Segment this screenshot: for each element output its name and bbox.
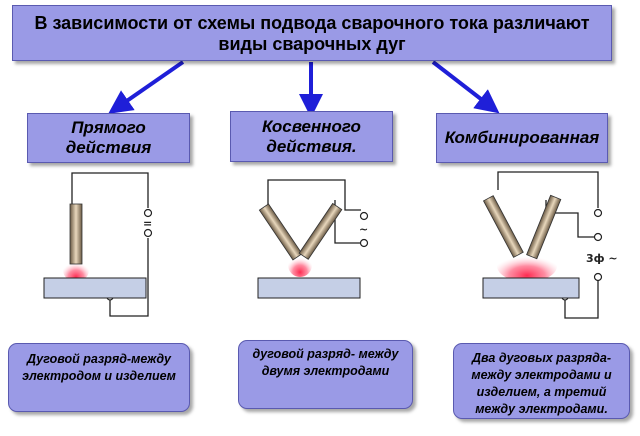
description-direct: Дуговой разряд-между электродом и издели… <box>8 343 190 412</box>
schematic-direct: = <box>43 172 152 317</box>
arrow-right <box>431 60 500 114</box>
type-indirect-label: Косвенного действия. <box>262 116 361 156</box>
description-indirect: дуговой разряд- между двумя электродами <box>238 340 413 409</box>
type-direct-label: Прямого действия <box>65 118 152 157</box>
arrows <box>108 60 500 118</box>
page-title: В зависимости от схемы подвода сварочног… <box>12 5 612 61</box>
arrow-left <box>108 60 185 114</box>
indirect-current-symbol: ~ <box>359 223 368 236</box>
description-combined: Два дуговых разряда-между электродами и … <box>453 343 630 419</box>
type-direct-box: Прямого действия <box>27 113 190 163</box>
direct-current-symbol: = <box>143 217 152 230</box>
type-indirect-box: Косвенного действия. <box>230 111 393 162</box>
type-combined-box: Комбинированная <box>436 113 608 163</box>
schematic-indirect: ~ <box>257 179 368 299</box>
schematic-combined: 3ф ~ <box>482 171 618 319</box>
combined-current-symbol: 3ф ~ <box>586 252 618 265</box>
type-combined-label: Комбинированная <box>444 128 600 147</box>
